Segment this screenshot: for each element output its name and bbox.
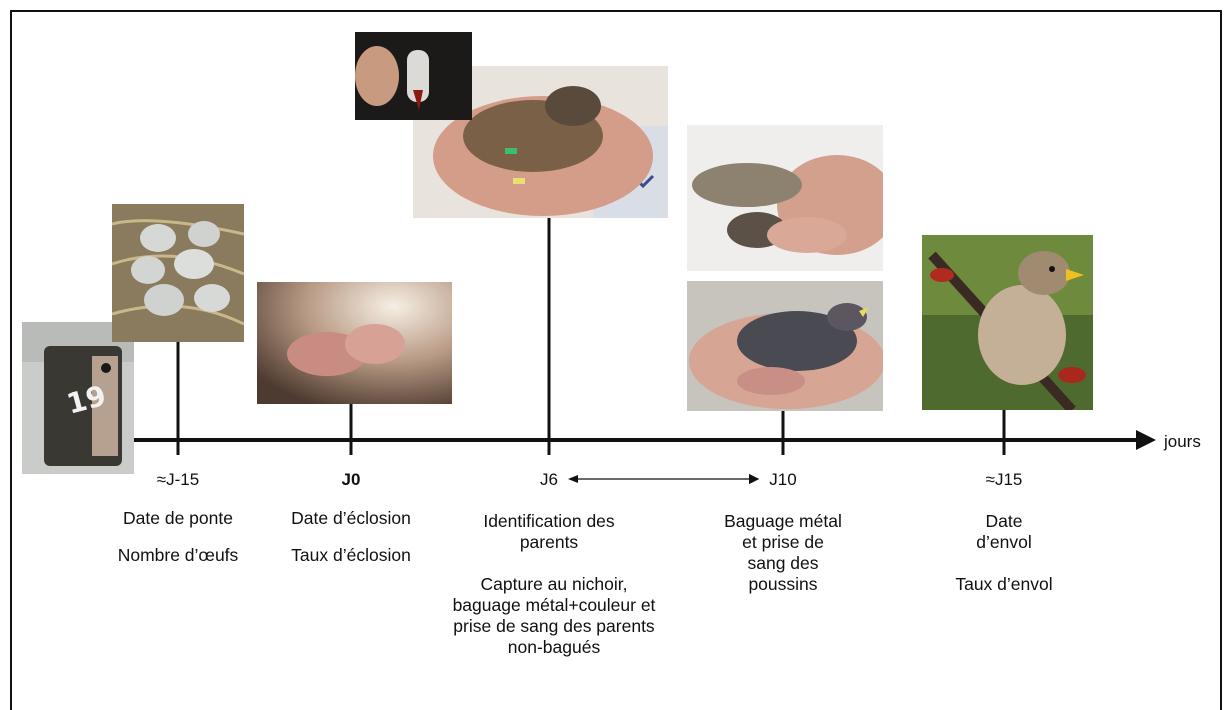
day-label-j10: J10 xyxy=(743,470,823,490)
eclosion-rate-text: Taux d’éclosion xyxy=(261,545,441,566)
chick-in-hand-photo xyxy=(687,281,883,411)
axis-arrowhead xyxy=(1136,430,1156,450)
axis-label-jours: jours xyxy=(1164,432,1201,452)
day-label-j6: J6 xyxy=(509,470,589,490)
ponte-date-text: Date de ponte xyxy=(88,508,268,529)
wing-ringing-photo xyxy=(687,125,883,271)
eggs-photo xyxy=(112,204,244,342)
envol-date-text: Date d’envol xyxy=(964,511,1044,553)
day-label-j0: J0 xyxy=(311,470,391,490)
parents-id-text: Identification des parents xyxy=(459,511,639,553)
sparrow-photo xyxy=(922,235,1093,410)
poussins-text: Baguage métal et prise de sang des pouss… xyxy=(723,511,843,595)
eclosion-date-text: Date d’éclosion xyxy=(261,508,441,529)
hatchlings-photo xyxy=(257,282,452,404)
blood-tube-photo xyxy=(355,32,472,120)
day-label-j-15: ≈J-15 xyxy=(138,470,218,490)
day-label-j15: ≈J15 xyxy=(964,470,1044,490)
parents-capture-text: Capture au nichoir, baguage métal+couleu… xyxy=(449,574,659,658)
ponte-count-text: Nombre d’œufs xyxy=(88,545,268,566)
envol-rate-text: Taux d’envol xyxy=(954,574,1054,595)
nestbox-photo: 19 xyxy=(22,322,134,474)
